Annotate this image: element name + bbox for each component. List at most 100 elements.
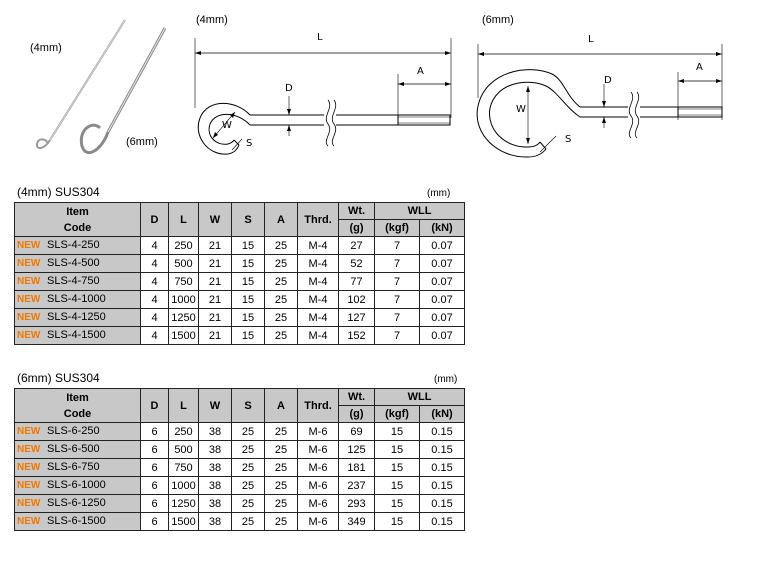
hook-photo-illustration bbox=[35, 19, 167, 154]
table4-header-d: D bbox=[140, 202, 169, 237]
cell-l: 1000 bbox=[168, 476, 199, 495]
cell-wt: 181 bbox=[338, 458, 375, 477]
table6-header-thrd: Thrd. bbox=[297, 388, 339, 423]
cell-thrd: M-6 bbox=[297, 440, 339, 459]
cell-a: 25 bbox=[264, 512, 298, 531]
table4-header-kgf: (kgf) bbox=[374, 219, 420, 237]
cell-a: 25 bbox=[264, 236, 298, 255]
table6-header-w: W bbox=[198, 388, 232, 423]
photo-label-4mm: (4mm) bbox=[30, 42, 62, 54]
diagram-4mm: (4mm) L bbox=[188, 8, 458, 168]
cell-wt: 102 bbox=[338, 290, 375, 309]
table4-header-wt-unit: (g) bbox=[338, 219, 375, 237]
item-code: SLS-4-750 bbox=[47, 275, 100, 287]
cell-kgf: 7 bbox=[374, 236, 420, 255]
cell-kn: 0.07 bbox=[418, 326, 466, 345]
cell-d: 6 bbox=[140, 512, 169, 531]
cell-a: 25 bbox=[264, 254, 298, 273]
diagram-6mm-drawing bbox=[476, 44, 723, 158]
cell-kn: 0.07 bbox=[418, 236, 466, 255]
cell-w: 38 bbox=[198, 422, 232, 441]
cell-kn: 0.15 bbox=[418, 458, 466, 477]
cell-d: 6 bbox=[140, 476, 169, 495]
cell-kgf: 15 bbox=[374, 458, 420, 477]
new-badge: NEW bbox=[17, 498, 41, 509]
cell-w: 21 bbox=[198, 290, 232, 309]
cell-a: 25 bbox=[264, 290, 298, 309]
cell-w: 21 bbox=[198, 236, 232, 255]
cell-kgf: 7 bbox=[374, 272, 420, 291]
cell-wt: 77 bbox=[338, 272, 375, 291]
cell-d: 4 bbox=[140, 308, 169, 327]
table4-header-thrd: Thrd. bbox=[297, 202, 339, 237]
cell-w: 38 bbox=[198, 476, 232, 495]
table4-header-item-code: Item Code bbox=[14, 202, 141, 237]
diagram-6mm-dim-a: A bbox=[696, 62, 703, 73]
cell-l: 750 bbox=[168, 458, 199, 477]
table4-header-wt: Wt. bbox=[338, 202, 375, 220]
cell-wt: 127 bbox=[338, 308, 375, 327]
cell-thrd: M-4 bbox=[297, 236, 339, 255]
item-code: SLS-6-1000 bbox=[47, 479, 106, 491]
cell-s: 25 bbox=[231, 440, 265, 459]
diagram-6mm-dim-s: S bbox=[565, 134, 572, 145]
table4-spec-table: Item Code D L W S A Thrd. Wt. WLL (g) (k… bbox=[14, 202, 466, 345]
cell-wt: 52 bbox=[338, 254, 375, 273]
diagram-6mm-label: (6mm) bbox=[482, 14, 514, 26]
cell-l: 500 bbox=[168, 254, 199, 273]
cell-thrd: M-4 bbox=[297, 290, 339, 309]
cell-kgf: 15 bbox=[374, 494, 420, 513]
cell-kn: 0.15 bbox=[418, 422, 466, 441]
diagram-6mm-dim-d: D bbox=[604, 75, 612, 86]
cell-d: 4 bbox=[140, 272, 169, 291]
cell-w: 21 bbox=[198, 254, 232, 273]
diagram-6mm: (6mm) L A bbox=[470, 8, 755, 168]
cell-s: 15 bbox=[231, 326, 265, 345]
table6-header-s: S bbox=[231, 388, 265, 423]
cell-d: 6 bbox=[140, 494, 169, 513]
cell-l: 1250 bbox=[168, 494, 199, 513]
cell-thrd: M-4 bbox=[297, 326, 339, 345]
product-photo: (4mm) (6mm) bbox=[0, 0, 190, 175]
cell-d: 6 bbox=[140, 440, 169, 459]
cell-wt: 152 bbox=[338, 326, 375, 345]
cell-s: 25 bbox=[231, 512, 265, 531]
cell-a: 25 bbox=[264, 494, 298, 513]
cell-s: 15 bbox=[231, 254, 265, 273]
cell-s: 15 bbox=[231, 236, 265, 255]
cell-kn: 0.15 bbox=[418, 494, 466, 513]
diagram-4mm-dim-s: S bbox=[246, 138, 253, 149]
table4-header-kn: (kN) bbox=[418, 219, 466, 237]
cell-thrd: M-6 bbox=[297, 494, 339, 513]
cell-kgf: 7 bbox=[374, 308, 420, 327]
diagram-4mm-dim-a: A bbox=[417, 66, 424, 77]
cell-kgf: 7 bbox=[374, 290, 420, 309]
cell-l: 250 bbox=[168, 236, 199, 255]
new-badge: NEW bbox=[17, 426, 41, 437]
table6-title: (6mm) SUS304 bbox=[17, 371, 100, 385]
cell-w: 38 bbox=[198, 512, 232, 531]
table6-header-a: A bbox=[264, 388, 298, 423]
cell-kgf: 15 bbox=[374, 440, 420, 459]
new-badge: NEW bbox=[17, 516, 41, 527]
cell-kn: 0.15 bbox=[418, 476, 466, 495]
cell-s: 25 bbox=[231, 458, 265, 477]
new-badge: NEW bbox=[17, 258, 41, 269]
cell-wt: 27 bbox=[338, 236, 375, 255]
cell-thrd: M-4 bbox=[297, 254, 339, 273]
diagram-4mm-dim-d: D bbox=[285, 83, 293, 94]
cell-kgf: 15 bbox=[374, 512, 420, 531]
new-badge: NEW bbox=[17, 330, 41, 341]
table6-spec-table: Item Code D L W S A Thrd. Wt. WLL (g) (k… bbox=[14, 388, 466, 531]
new-badge: NEW bbox=[17, 294, 41, 305]
cell-s: 15 bbox=[231, 308, 265, 327]
